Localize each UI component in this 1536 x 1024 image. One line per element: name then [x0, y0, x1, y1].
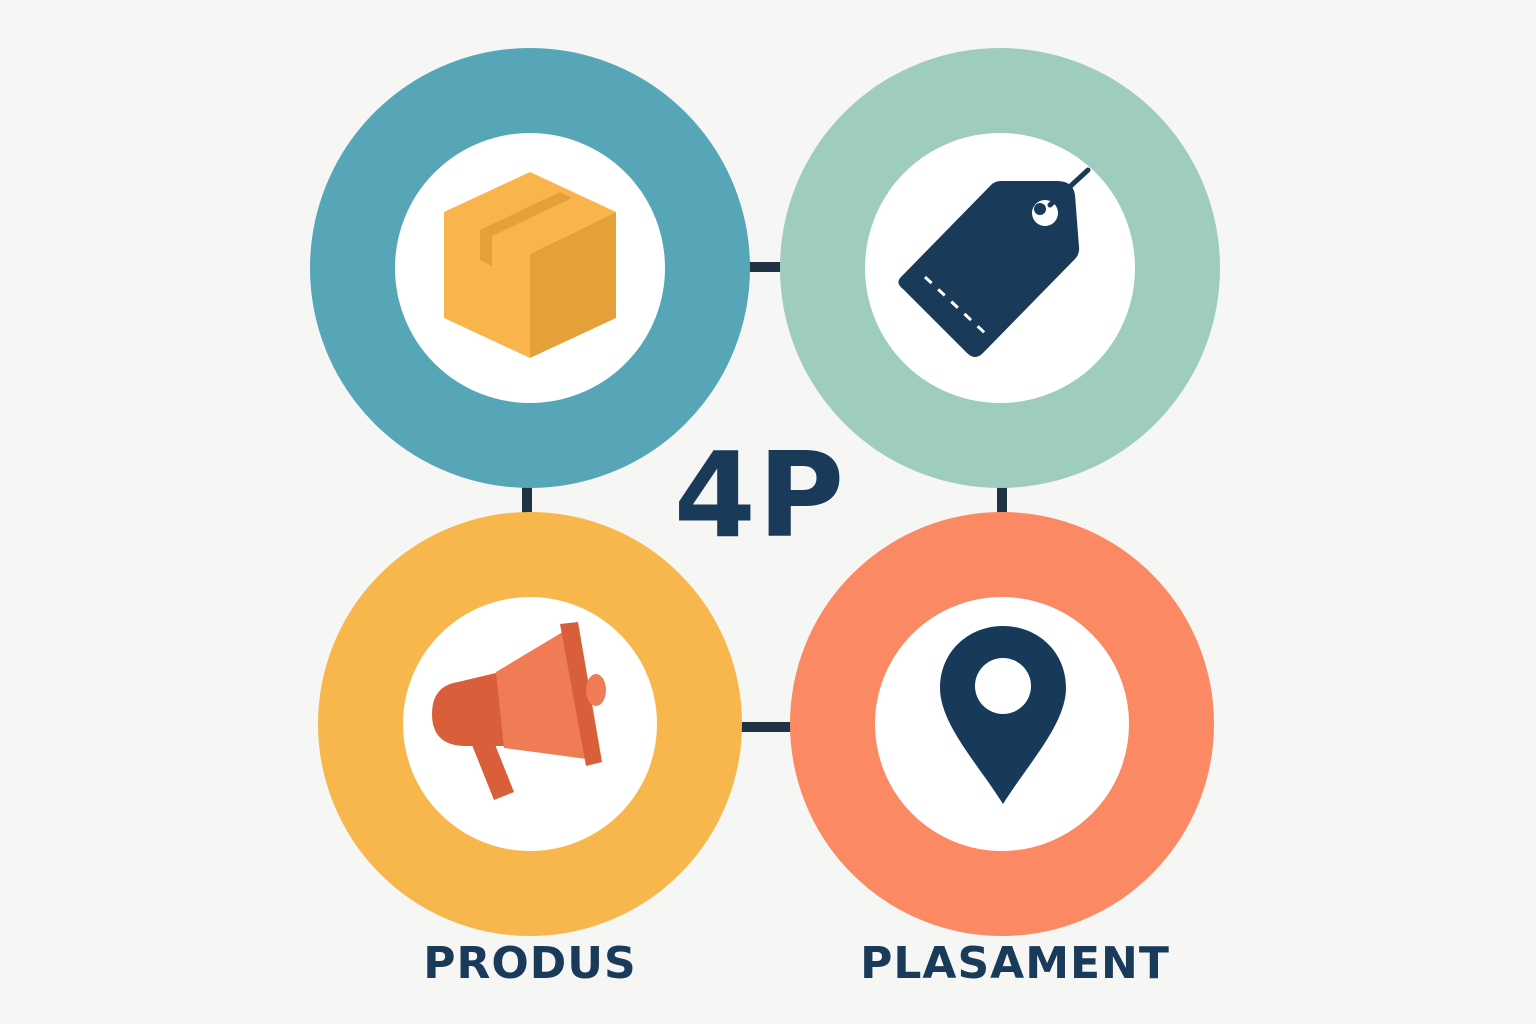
price-tag-icon — [895, 165, 1095, 365]
box-icon — [440, 172, 620, 362]
center-title: 4P — [673, 426, 847, 564]
connector-top — [745, 262, 785, 272]
connector-right — [997, 485, 1007, 515]
location-pin-icon — [938, 624, 1068, 806]
label-produs: PRODUS — [423, 938, 637, 989]
connector-bottom — [740, 722, 792, 732]
label-plasament: PLASAMENT — [860, 938, 1170, 989]
connector-left — [522, 485, 532, 515]
megaphone-icon — [430, 620, 610, 805]
